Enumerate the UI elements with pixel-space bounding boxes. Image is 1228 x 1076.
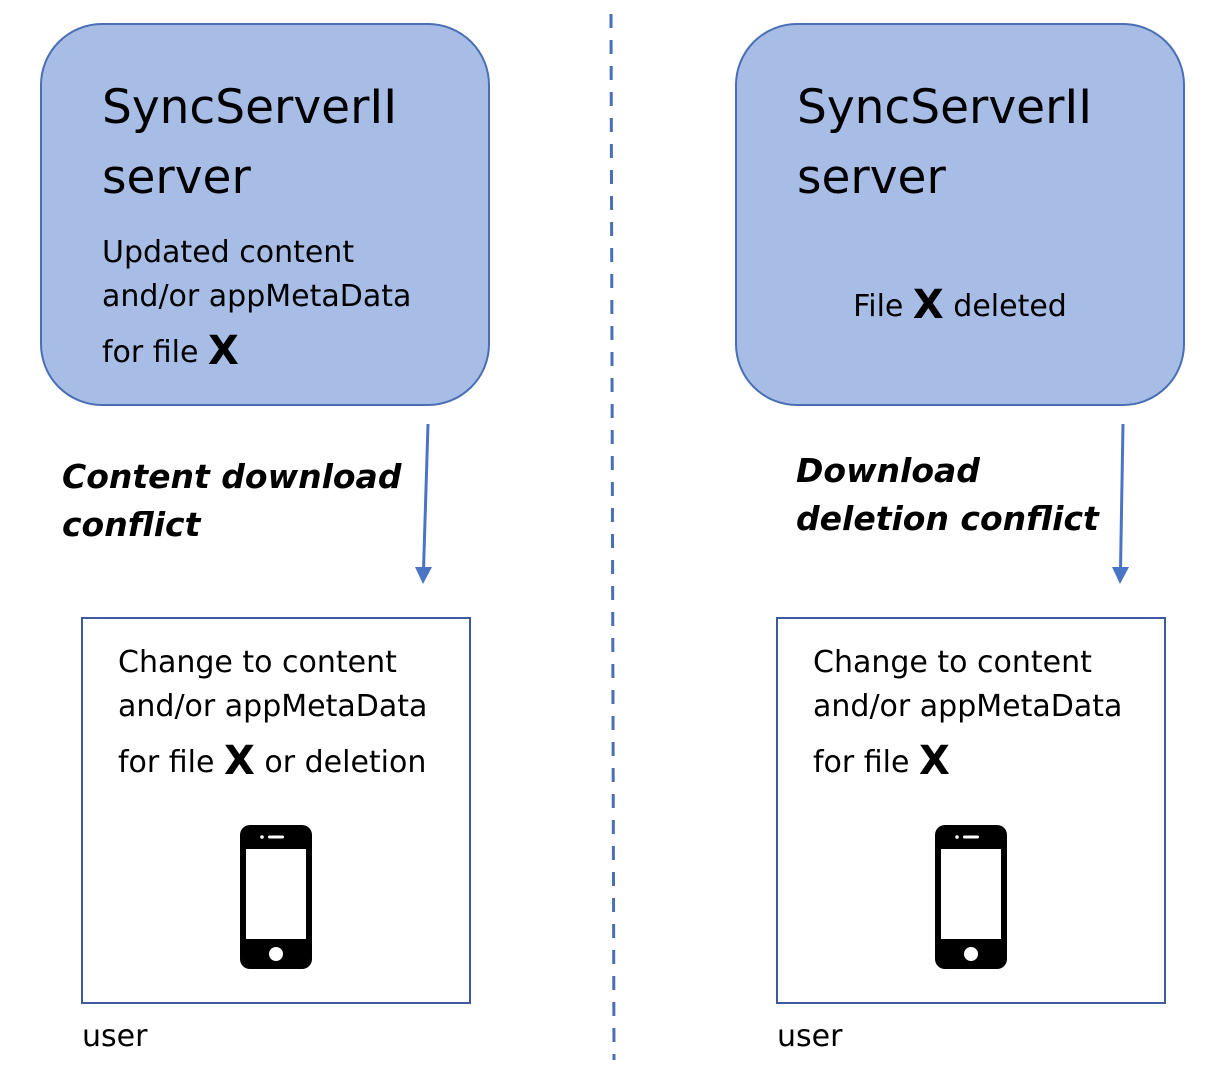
smartphone-icon [935,825,1007,969]
conflict-label: Download deletion conflict [796,447,1136,543]
client-line3: for file X [813,729,1163,795]
file-prefix: for file [813,745,920,780]
client-change-description: Change to content and/or appMetaData for… [118,641,468,795]
conflict-label-line2: conflict [62,505,201,544]
conflict-label-line2: deletion conflict [796,499,1099,538]
server-title-line2: server [102,150,251,205]
client-line3: for file X or deletion [118,729,468,795]
content-download-conflict-panel: SyncServerII server Updated content and/… [40,23,490,1054]
user-label: user [777,1019,843,1054]
client-device-box: Change to content and/or appMetaData for… [776,617,1166,1004]
smartphone-icon [240,825,312,969]
server-title: SyncServerII server [102,73,482,213]
server-detail-line2: and/or appMetaData [102,279,412,314]
user-label: user [82,1019,148,1054]
file-suffix: or deletion [254,745,427,780]
server-title-line1: SyncServerII [797,80,1093,135]
conflict-label-line1: Content download [62,457,402,496]
server-box: SyncServerII server File X deleted [735,23,1185,406]
download-deletion-conflict-panel: SyncServerII server File X deleted Downl… [614,0,1228,1076]
file-prefix: for file [102,335,209,370]
server-title-line1: SyncServerII [102,80,398,135]
panel-divider [609,13,616,1061]
conflict-label-line1: Download [796,451,980,490]
server-change-description: Updated content and/or appMetaData for f… [102,231,482,385]
server-title-line2: server [797,150,946,205]
server-box: SyncServerII server Updated content and/… [40,23,490,406]
client-line1: Change to content [813,645,1092,680]
server-detail-line1: Updated content [102,235,355,270]
file-x-marker: X [919,738,950,784]
client-device-box: Change to content and/or appMetaData for… [81,617,471,1004]
server-title: SyncServerII server [797,73,1177,213]
file-suffix: deleted [943,289,1067,324]
download-arrow [1112,423,1129,584]
server-change-description: File X deleted [737,275,1183,337]
download-arrow [415,423,432,584]
client-line1: Change to content [118,645,397,680]
file-x-marker: X [208,328,239,374]
server-detail-line3: for file X [102,319,482,385]
file-prefix: File [853,289,913,324]
client-change-description: Change to content and/or appMetaData for… [813,641,1163,795]
client-line2: and/or appMetaData [813,689,1123,724]
client-line2: and/or appMetaData [118,689,428,724]
file-x-marker: X [224,738,255,784]
conflict-label: Content download conflict [62,453,402,549]
file-prefix: for file [118,745,225,780]
file-x-marker: X [912,282,944,328]
